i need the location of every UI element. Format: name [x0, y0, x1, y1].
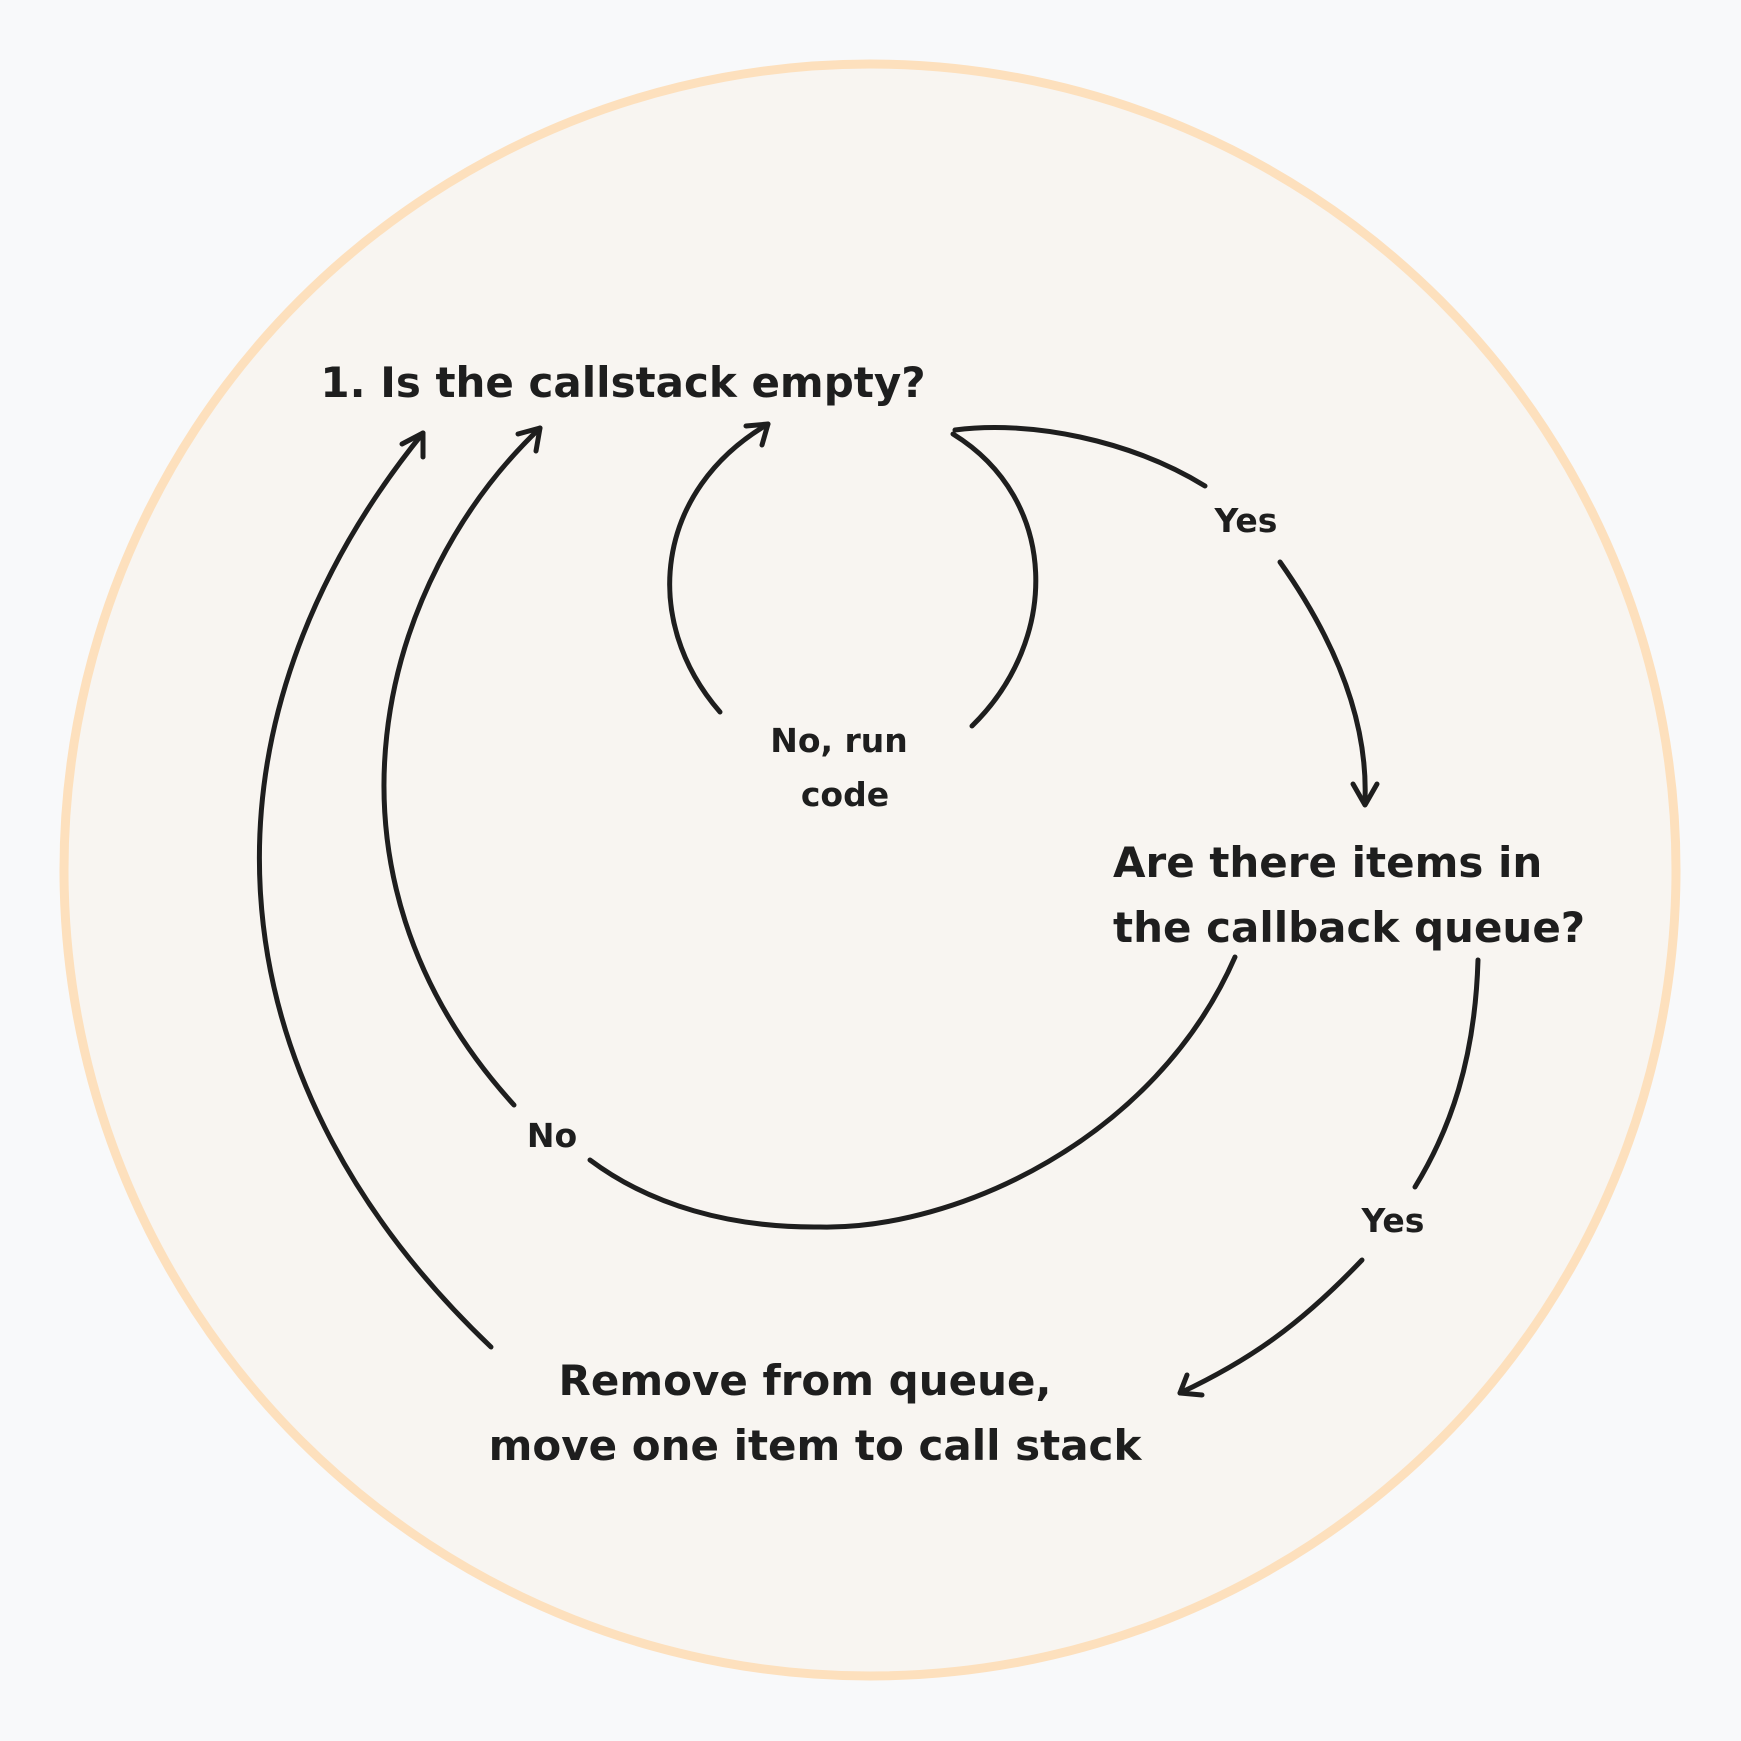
- arrow-yes-to-queue-check: [952, 424, 1380, 808]
- arrow-no-items-to-callstack: [381, 425, 1238, 1230]
- label-yes-items: Yes: [1361, 1201, 1425, 1240]
- arrow-yes-to-move-item: [1177, 957, 1481, 1398]
- node-queue-check-line2: the callback queue?: [1113, 903, 1585, 952]
- label-no-items: No: [527, 1116, 577, 1155]
- node-move-item-line2: move one item to call stack: [489, 1421, 1143, 1470]
- arrow-move-to-callstack: [256, 430, 494, 1350]
- background-circle: [59, 59, 1681, 1681]
- arrow-no-run-code-loop: [667, 421, 1039, 729]
- label-no-run-code-line1: No, run: [770, 721, 908, 760]
- node-queue-check-line1: Are there items in: [1113, 838, 1542, 887]
- label-no-run-code-line2: code: [801, 775, 889, 814]
- label-yes-callstack-empty: Yes: [1214, 501, 1278, 540]
- node-move-item-line1: Remove from queue,: [559, 1356, 1052, 1405]
- node-callstack-check: 1. Is the callstack empty?: [320, 358, 925, 407]
